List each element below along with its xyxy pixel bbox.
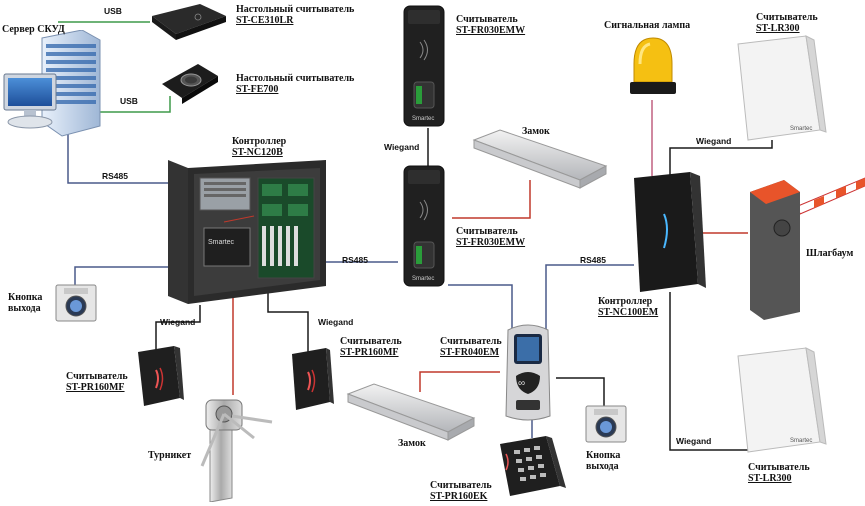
lr300-top-title: Считыватель	[756, 12, 818, 23]
server-computer-icon	[3, 30, 101, 137]
lock-top-icon	[472, 129, 608, 189]
desktop-reader-ce310-icon	[152, 4, 226, 40]
reader-pr160ek-keypad-icon	[500, 436, 566, 496]
exit-right-label-1: Кнопка	[586, 450, 621, 461]
svg-text:Smartec: Smartec	[790, 438, 812, 444]
lr300-bottom-title: Считыватель	[748, 462, 810, 473]
exit-button-right-line	[556, 377, 605, 408]
controller-nc120-model: ST-NC120B	[232, 147, 283, 158]
exit-button-right-icon	[585, 405, 627, 443]
fr030-top-model: ST-FR030EMW	[456, 25, 526, 36]
wiegand-label-mid: Wiegand	[384, 142, 420, 152]
wiegand-line-center	[267, 283, 309, 352]
usb-line-fe700	[96, 96, 171, 113]
rs485-line-nc100	[545, 264, 634, 330]
reader-lr300-top-icon: Smartec	[737, 35, 827, 141]
usb-label-2: USB	[120, 96, 138, 106]
exit-button-left-icon	[55, 284, 97, 322]
controller-nc120-cabinet-icon: Smartec	[168, 160, 326, 304]
reader-fr030-top-icon: Smartec	[403, 5, 445, 127]
ce310-title: Настольный считыватель	[236, 4, 355, 15]
wiegand-line-lr300-bottom	[669, 292, 752, 451]
fr040-model: ST-FR040EM	[440, 347, 500, 358]
svg-text:Smartec: Smartec	[208, 239, 235, 246]
wiegand-line-lr300-top	[669, 140, 773, 176]
lock-top-line	[452, 180, 531, 219]
exit-button-left-line	[74, 266, 168, 285]
fr030-top-title: Считыватель	[456, 14, 518, 25]
wiegand-label-right-top: Wiegand	[696, 136, 732, 146]
svg-text:Smartec: Smartec	[790, 126, 812, 132]
pr160-center-model: ST-PR160MF	[340, 347, 399, 358]
rs485-line-server	[67, 130, 168, 184]
fr030-mid-model: ST-FR030EMW	[456, 237, 526, 248]
turnstile-label: Турникет	[148, 450, 192, 461]
fr030-mid-title: Считыватель	[456, 226, 518, 237]
reader-pr160-left-icon	[138, 346, 184, 406]
reader-fr040-icon: ∞	[505, 324, 551, 421]
lock-top-label: Замок	[522, 126, 550, 137]
svg-text:∞: ∞	[518, 378, 525, 389]
reader-lr300-bottom-icon: Smartec	[737, 347, 827, 453]
reader-pr160-center-icon	[292, 348, 334, 410]
pr160-left-model: ST-PR160MF	[66, 382, 125, 393]
wiegand-label-center: Wiegand	[318, 317, 354, 327]
pr160-center-title: Считыватель	[340, 336, 402, 347]
rs485-label-left: RS485	[102, 171, 128, 181]
fe700-model: ST-FE700	[236, 84, 279, 95]
wiegand-line-left	[155, 305, 201, 352]
svg-text:Smartec: Smartec	[412, 116, 434, 122]
controller-nc100-model: ST-NC100EM	[598, 307, 659, 318]
usb-label-1: USB	[104, 6, 122, 16]
server-label: Сервер СКУД	[2, 24, 65, 35]
exit-left-label-1: Кнопка	[8, 292, 43, 303]
lock-bottom-icon	[346, 383, 476, 441]
svg-text:Smartec: Smartec	[412, 276, 434, 282]
controller-nc120-title: Контроллер	[232, 136, 287, 147]
desktop-reader-fe700-icon	[162, 64, 218, 104]
turnstile-icon	[200, 399, 273, 502]
wiegand-label-left: Wiegand	[160, 317, 196, 327]
lr300-top-model: ST-LR300	[756, 23, 800, 34]
signal-lamp-icon	[630, 37, 676, 94]
rs485-line-fr040	[448, 284, 513, 330]
fr040-title: Считыватель	[440, 336, 502, 347]
controller-nc100-icon	[634, 172, 706, 292]
lamp-label: Сигнальная лампа	[604, 20, 691, 31]
lock-bottom-line	[419, 371, 500, 392]
rs485-label-right: RS485	[580, 255, 606, 265]
fe700-title: Настольный считыватель	[236, 73, 355, 84]
exit-left-label-2: выхода	[8, 303, 41, 314]
ce310-model: ST-CE310LR	[236, 15, 294, 26]
reader-fr030-mid-icon: Smartec	[403, 165, 445, 287]
lr300-bottom-model: ST-LR300	[748, 473, 792, 484]
pr160-left-title: Считыватель	[66, 371, 128, 382]
barrier-label: Шлагбаум	[806, 248, 854, 259]
pr160ek-model: ST-PR160EK	[430, 491, 488, 502]
wiegand-label-right-bottom: Wiegand	[676, 436, 712, 446]
pr160ek-title: Считыватель	[430, 480, 492, 491]
barrier-icon	[750, 177, 865, 320]
controller-nc100-title: Контроллер	[598, 296, 653, 307]
rs485-label-center: RS485	[342, 255, 368, 265]
lock-bottom-label: Замок	[398, 438, 426, 449]
exit-right-label-2: выхода	[586, 461, 619, 472]
